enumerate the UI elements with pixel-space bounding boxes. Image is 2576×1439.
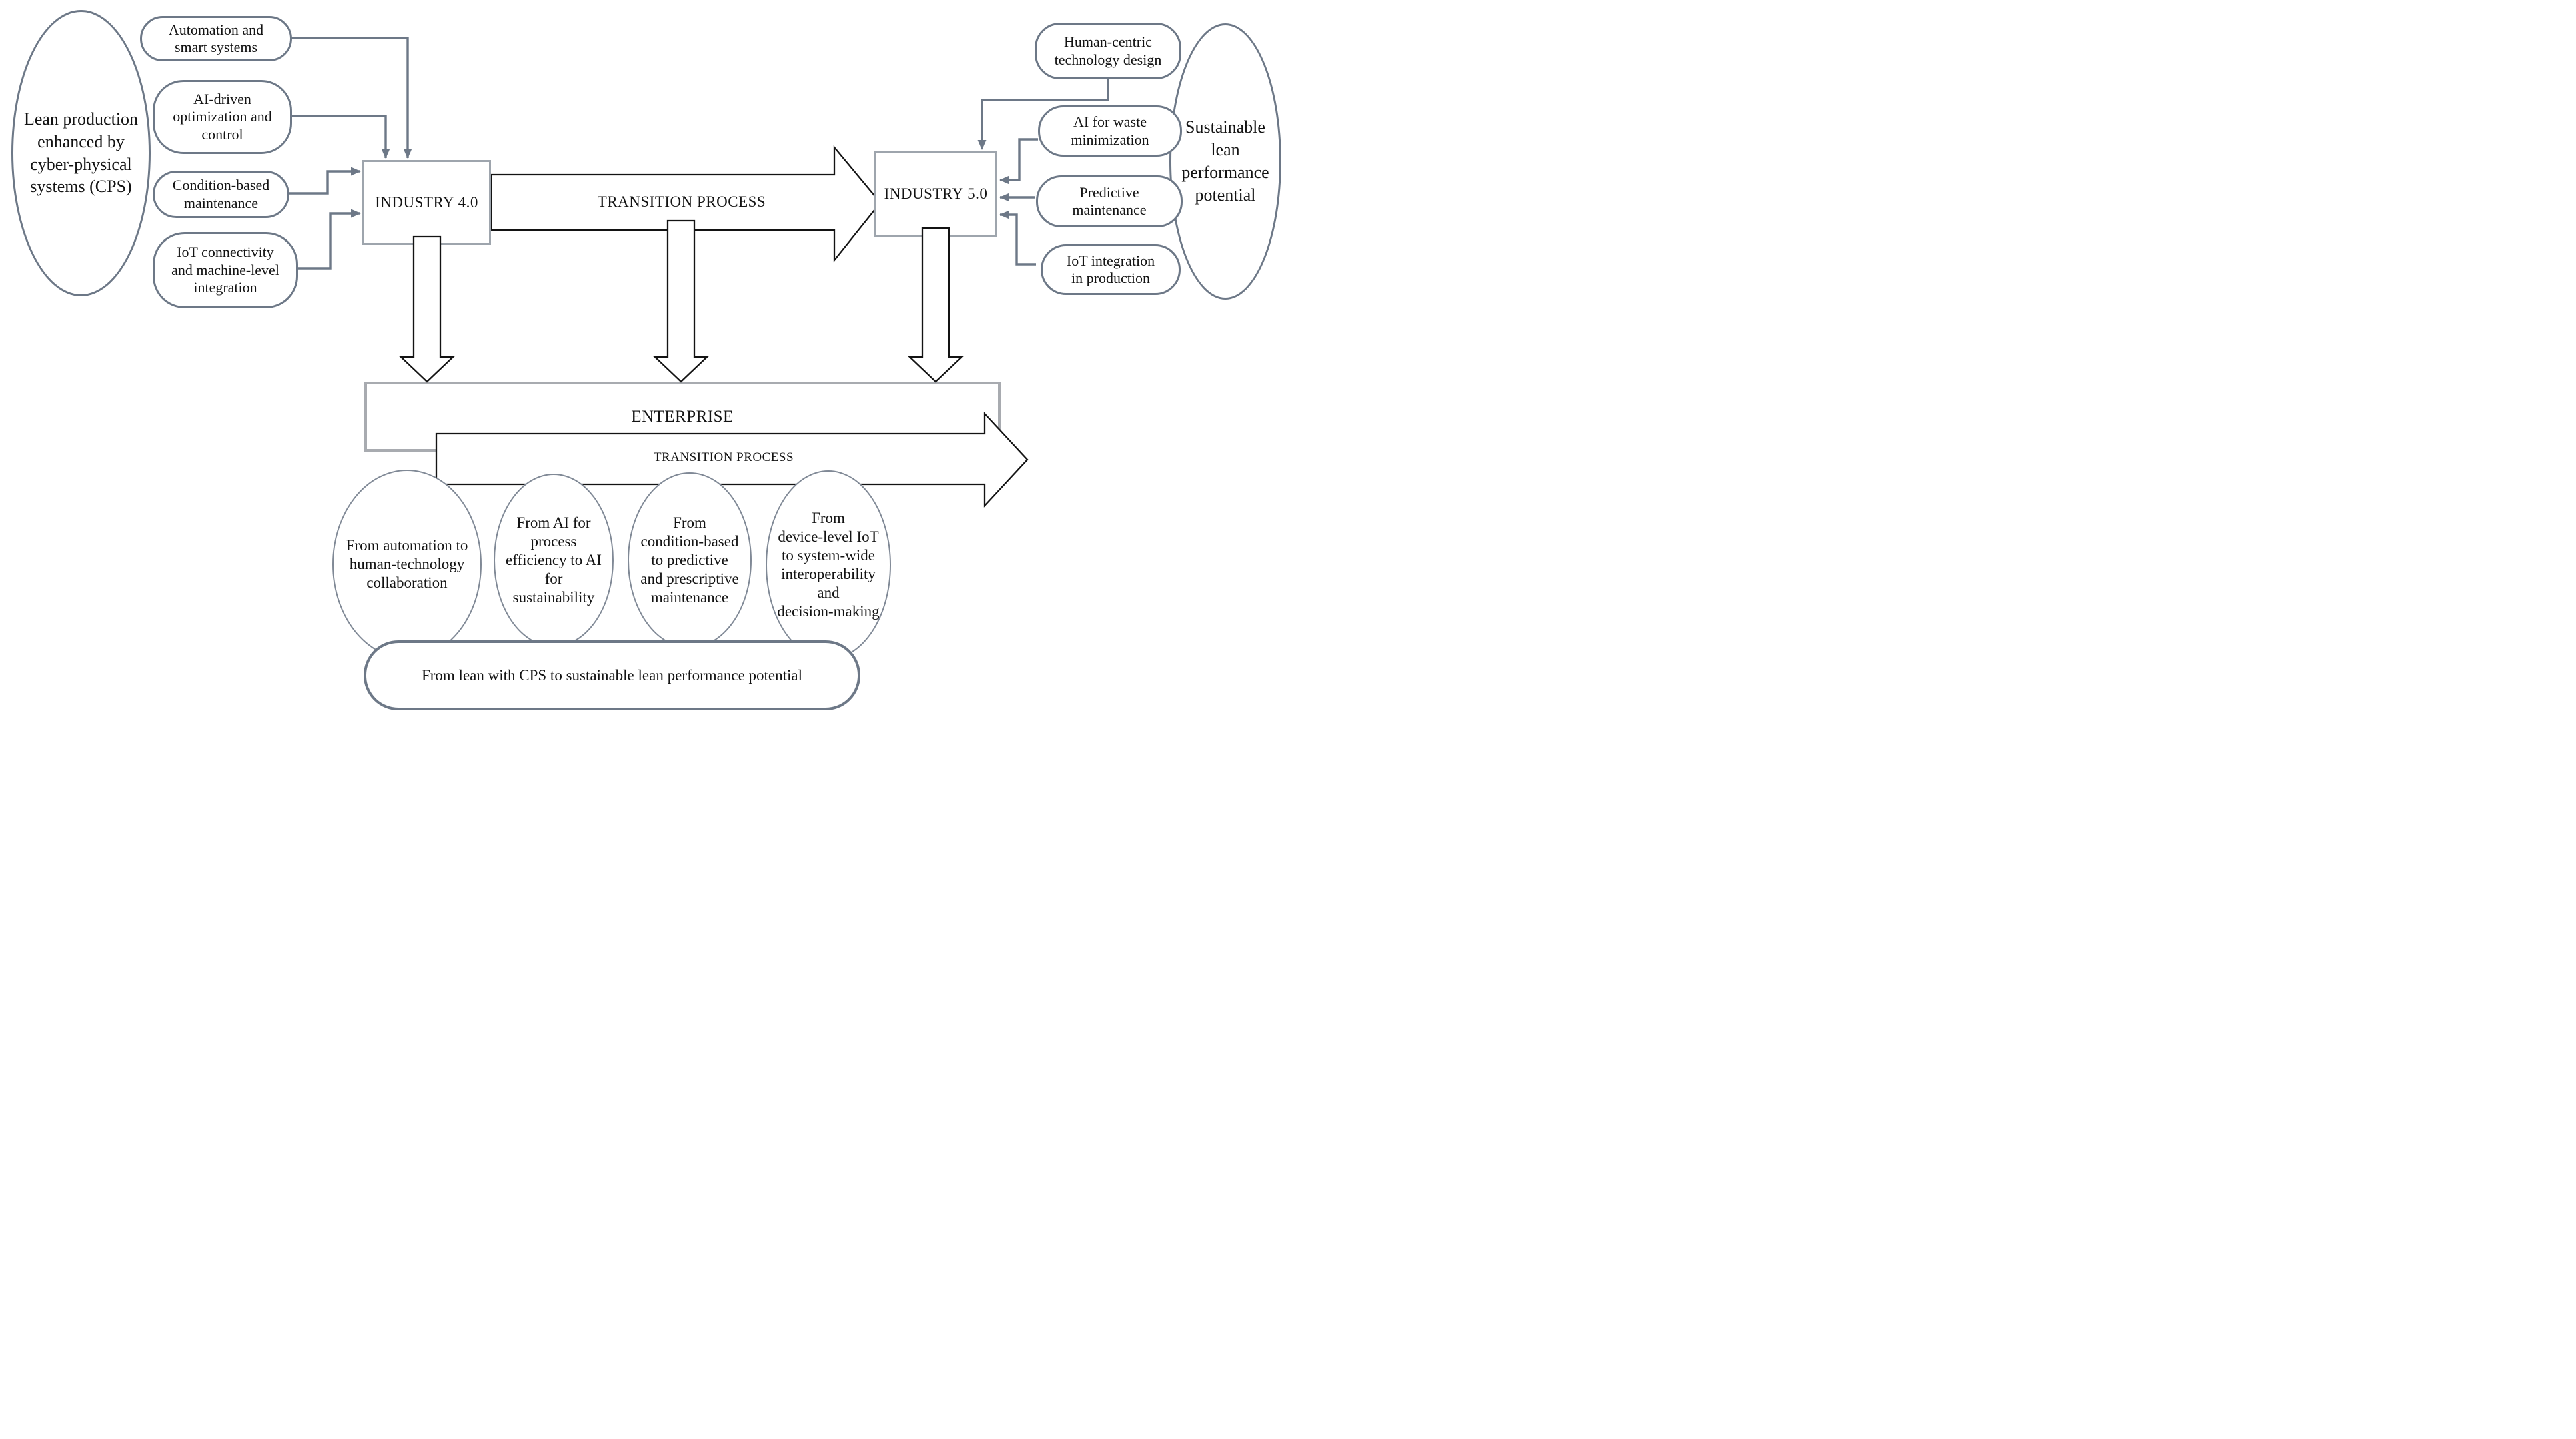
shift-ai-label: From AI for process efficiency to AI for…	[506, 514, 602, 606]
transition-process-bottom-label: TRANSITION PROCESS	[653, 450, 794, 464]
connector-iot-connectivity-to-industry40	[297, 209, 361, 270]
outcome-predictive-maintenance-label: Predictive maintenance	[1072, 183, 1147, 218]
industry-4-0-label: INDUSTRY 4.0	[375, 193, 478, 211]
input-condition-maintenance-box: Condition-based maintenance	[153, 171, 289, 218]
outcome-ai-waste-label: AI for waste minimization	[1071, 113, 1149, 148]
summary-label: From lean with CPS to sustainable lean p…	[421, 666, 803, 684]
input-automation-box: Automation and smart systems	[140, 16, 292, 61]
shift-ai-oval: From AI for process efficiency to AI for…	[494, 474, 614, 647]
input-iot-connectivity-box: IoT connectivity and machine-level integ…	[153, 232, 298, 308]
enterprise-label: ENTERPRISE	[631, 407, 734, 426]
transition-process-top-label: TRANSITION PROCESS	[597, 193, 766, 210]
shift-iot-label: From device-level IoT to system-wide int…	[777, 509, 880, 620]
outcome-ai-waste-box: AI for waste minimization	[1038, 105, 1182, 157]
shift-automation-oval: From automation to human-technology coll…	[332, 470, 482, 659]
input-automation-label: Automation and smart systems	[168, 21, 264, 55]
input-condition-maintenance-label: Condition-based maintenance	[172, 177, 270, 211]
outcome-iot-production-label: IoT integration in production	[1066, 252, 1155, 286]
connector-ai-waste-to-industry50	[999, 138, 1038, 185]
shift-maintenance-label: From condition-based to predictive and p…	[640, 514, 739, 606]
outcome-human-centric-box: Human-centric technology design	[1035, 23, 1181, 79]
down-arrow-transition	[653, 219, 709, 383]
lean-cps-oval-label: Lean production enhanced by cyber-physic…	[23, 109, 139, 197]
sustainable-lean-oval: Sustainable lean performance potential	[1169, 23, 1281, 300]
shift-iot-oval: From device-level IoT to system-wide int…	[766, 470, 891, 660]
down-arrow-industry40	[399, 235, 455, 383]
summary-bar: From lean with CPS to sustainable lean p…	[364, 640, 860, 710]
connector-ai-optimization-to-industry40	[291, 115, 390, 159]
lean-cps-oval: Lean production enhanced by cyber-physic…	[11, 10, 151, 296]
industry-5-0-box: INDUSTRY 5.0	[874, 151, 997, 237]
sustainable-lean-oval-label: Sustainable lean performance potential	[1181, 117, 1269, 205]
input-ai-optimization-box: AI-driven optimization and control	[153, 80, 292, 154]
connector-iot-integration-to-industry50	[999, 210, 1036, 266]
connector-condition-maintenance-to-industry40	[287, 167, 361, 195]
industry-4-0-box: INDUSTRY 4.0	[362, 160, 491, 245]
outcome-human-centric-label: Human-centric technology design	[1054, 33, 1162, 68]
down-arrow-industry50	[908, 227, 964, 383]
outcome-predictive-maintenance-box: Predictive maintenance	[1036, 175, 1183, 227]
diagram-canvas: Lean production enhanced by cyber-physic…	[0, 0, 1288, 720]
shift-automation-label: From automation to human-technology coll…	[346, 536, 468, 592]
input-iot-connectivity-label: IoT connectivity and machine-level integ…	[171, 244, 279, 296]
enterprise-bar: ENTERPRISE	[364, 382, 1001, 452]
industry-5-0-label: INDUSTRY 5.0	[884, 185, 988, 202]
shift-maintenance-oval: From condition-based to predictive and p…	[628, 472, 752, 648]
connector-automation-to-industry40	[291, 37, 412, 159]
input-ai-optimization-label: AI-driven optimization and control	[173, 90, 272, 143]
outcome-iot-production-box: IoT integration in production	[1041, 244, 1181, 295]
